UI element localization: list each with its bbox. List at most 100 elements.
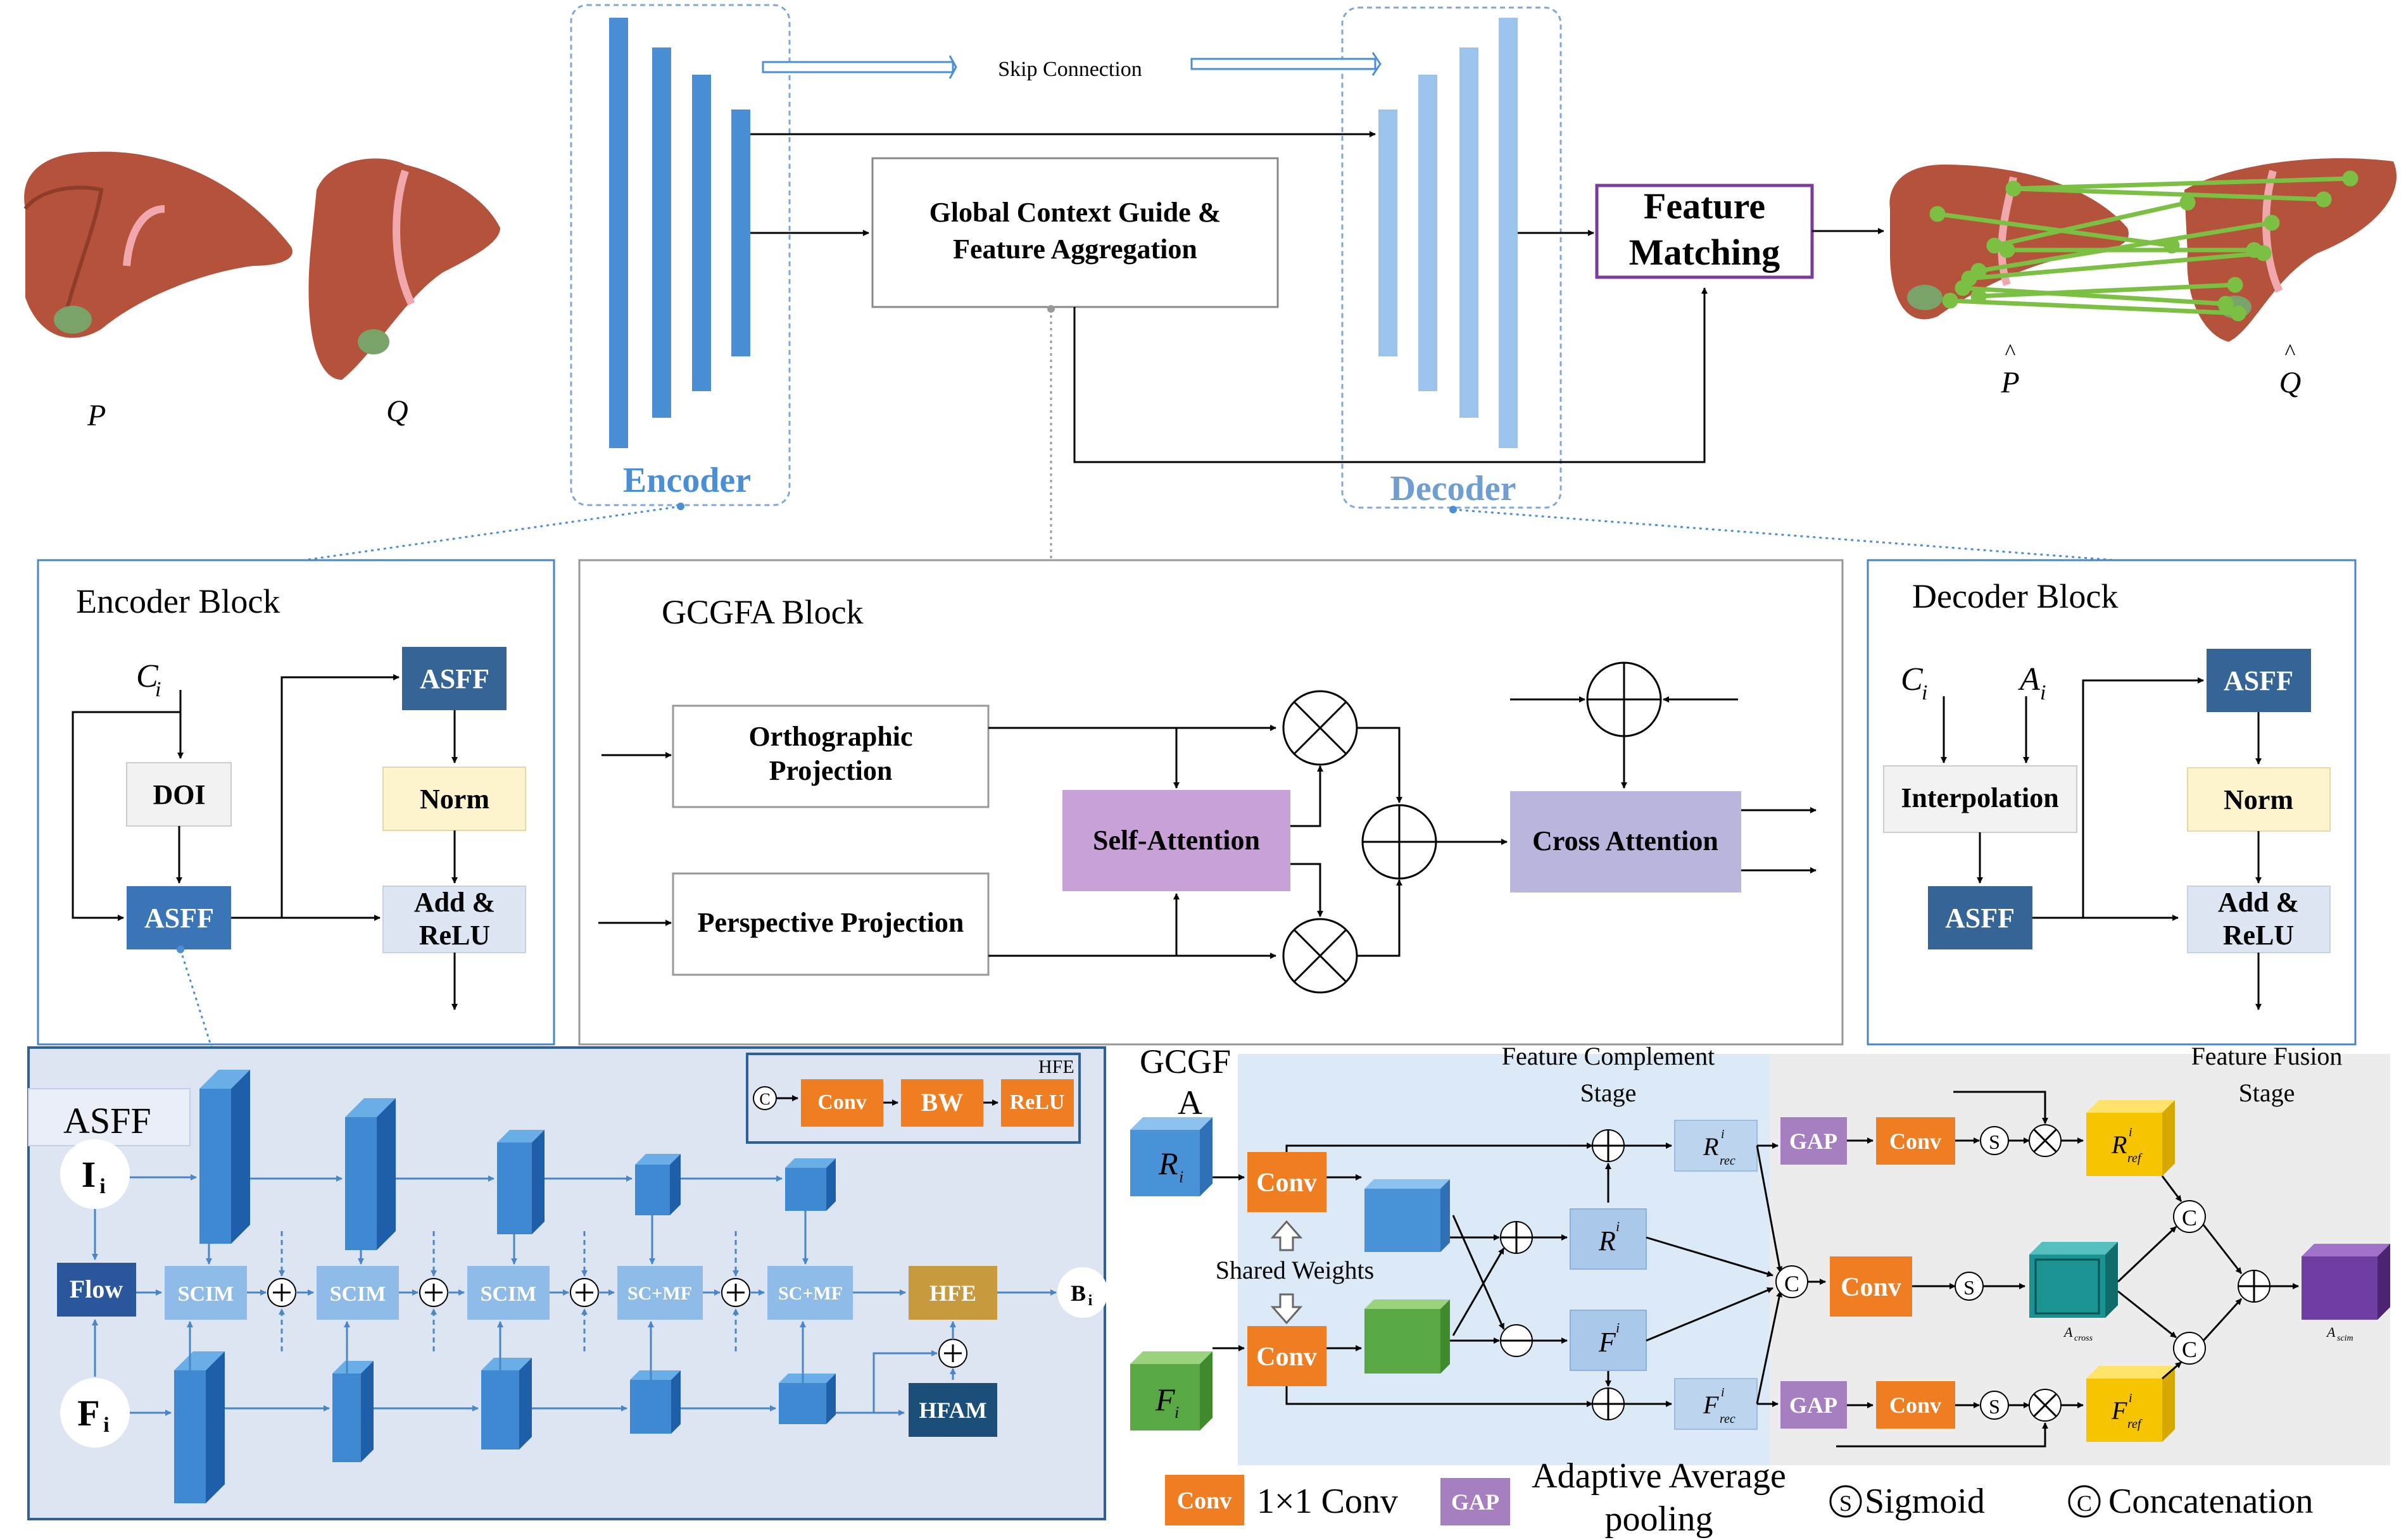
svg-text:i: i	[1616, 1320, 1620, 1336]
decoder-block-title: Decoder Block	[1912, 577, 2118, 615]
input-f-cube-label: F	[1155, 1382, 1175, 1417]
decoder-bar-3	[1459, 47, 1478, 418]
scim-box-1: SCIM	[165, 1266, 247, 1320]
legend-gap-text-1: Adaptive Average	[1532, 1456, 1786, 1496]
doi-label: DOI	[153, 779, 205, 810]
svg-text:F: F	[1598, 1327, 1616, 1358]
skip-connection-arrow-right	[1190, 52, 1382, 76]
output-b-label: B	[1071, 1280, 1086, 1306]
f-rec-box: F i rec	[1674, 1378, 1758, 1430]
cross-attention-box	[1510, 791, 1741, 892]
svg-text:i: i	[2129, 1391, 2132, 1405]
sigmoid-node-bottom: S	[1980, 1391, 2009, 1420]
svg-text:rec: rec	[1720, 1412, 1735, 1426]
svg-text:ref: ref	[2127, 1151, 2143, 1165]
hfe-box	[909, 1266, 997, 1320]
decoder-bar-2	[1418, 75, 1437, 391]
a-cross-cube	[2029, 1242, 2118, 1318]
legend-sigmoid-icon: S	[1829, 1485, 1862, 1518]
perspective-projection-box	[672, 872, 990, 976]
svg-text:SC+MF: SC+MF	[627, 1283, 692, 1304]
encoder-bar-1	[609, 18, 628, 448]
r-rec-box: R i rec	[1674, 1120, 1758, 1172]
encoder-bar-4	[731, 110, 750, 356]
encoder-asff-right-label: ASFF	[420, 663, 489, 694]
svg-text:i: i	[1721, 1127, 1725, 1141]
sigmoid-node-top: S	[1980, 1126, 2009, 1155]
decoder-input-c: C	[1901, 661, 1924, 698]
label-p: P	[87, 399, 106, 432]
svg-text:S: S	[1839, 1491, 1852, 1516]
encoder-asff-left-label: ASFF	[144, 903, 214, 934]
sigmoid-node-center: S	[1955, 1272, 1984, 1301]
decoder-asff-right-label: ASFF	[2224, 665, 2293, 696]
feature-complement-title-1: Feature Complement	[1502, 1042, 1715, 1070]
svg-text:C: C	[2077, 1491, 2092, 1516]
complement-add-node-top	[1592, 1129, 1625, 1162]
conv-box-r	[1247, 1152, 1326, 1212]
decoder-zoom-line	[1452, 508, 2115, 561]
hfe-legend-conv: Conv	[817, 1091, 866, 1114]
add-node-fusion-final	[2238, 1270, 2271, 1303]
f-feature-cube	[1364, 1299, 1450, 1374]
bottom-cube-5	[779, 1374, 836, 1424]
r-f-box: R i	[1570, 1208, 1647, 1270]
svg-text:rec: rec	[1720, 1154, 1735, 1168]
concat-node-fusion-top: C	[2173, 1200, 2206, 1233]
input-f-cube-sub: i	[1175, 1403, 1179, 1422]
asff-add-node-3	[570, 1278, 599, 1307]
r-ref-cube: R i ref	[2086, 1100, 2175, 1176]
a-scim-label: A	[2326, 1324, 2336, 1340]
asff-panel-title-box	[28, 1088, 191, 1146]
gcgfa-module-label-1: Global Context Guide &	[929, 197, 1221, 228]
legend-conv-box	[1165, 1475, 1244, 1525]
multiply-node-bottom	[1282, 918, 1358, 994]
decoder-label: Decoder	[1390, 469, 1516, 508]
self-attention-label: Self-Attention	[1093, 825, 1260, 856]
asff-add-node-2	[419, 1278, 448, 1307]
complement-cross-lines	[1450, 1142, 1672, 1407]
decoder-bar-4	[1499, 18, 1518, 448]
orthographic-label-1: Orthographic	[748, 721, 912, 752]
complement-add-node-mid	[1500, 1221, 1533, 1254]
decoder-bar-1	[1378, 110, 1397, 356]
top-cube-3	[497, 1130, 545, 1234]
legend-conv-text: 1×1 Conv	[1257, 1482, 1398, 1521]
input-i-sub: i	[99, 1175, 105, 1198]
bottom-cube-1	[174, 1351, 225, 1503]
encoder-asff-right-box	[402, 647, 507, 710]
scim-box-2: SCIM	[317, 1266, 399, 1320]
conv-box-f	[1247, 1326, 1326, 1386]
multiply-node-fusion-top	[2029, 1124, 2062, 1157]
decoder-add-relu-box	[2187, 886, 2331, 953]
input-f-cube	[1130, 1351, 1212, 1430]
multiply-node-top	[1282, 690, 1358, 766]
decoder-input-a: A	[2018, 661, 2040, 698]
svg-text:R: R	[1703, 1132, 1718, 1161]
a-scim-sub: scim	[2337, 1334, 2353, 1343]
feature-complement-title-2: Stage	[1580, 1079, 1637, 1107]
bottom-cube-4	[630, 1370, 681, 1434]
asff-panel-title: ASFF	[63, 1100, 151, 1141]
top-cube-2	[345, 1098, 396, 1250]
encoder-add-relu-label-2: ReLU	[419, 920, 490, 951]
asff-vertical-connectors	[187, 1211, 809, 1383]
hfe-legend: HFE C Conv BW ReLU	[746, 1053, 1081, 1144]
legend-gap-box	[1440, 1478, 1510, 1525]
feature-matching-label-2: Matching	[1629, 232, 1780, 273]
svg-text:ref: ref	[2127, 1417, 2143, 1431]
decoder-input-c-sub: i	[1922, 681, 1927, 704]
hfam-box	[909, 1383, 997, 1437]
conv-box-fusion-top	[1876, 1117, 1955, 1165]
svg-text:SCIM: SCIM	[178, 1282, 234, 1306]
fusion-final-connectors	[2117, 1175, 2299, 1380]
gcgfa-detail-title-1: GCGF	[1140, 1042, 1231, 1080]
orthographic-projection-box	[672, 704, 990, 808]
decoder-add-relu-label-2: ReLU	[2223, 920, 2294, 951]
conv-label-fusion-center: Conv	[1841, 1273, 1901, 1302]
hfe-add-node	[938, 1339, 967, 1368]
input-r-cube	[1130, 1117, 1212, 1196]
skip-connection-arrow-left	[762, 55, 957, 79]
conv-box-fusion-bottom	[1876, 1381, 1955, 1429]
liver-q-image	[308, 158, 500, 380]
